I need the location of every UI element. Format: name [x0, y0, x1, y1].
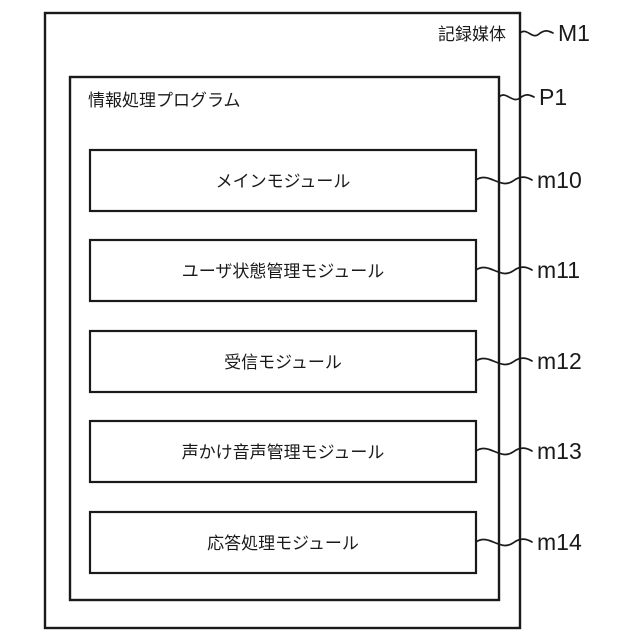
- module-label-m11: ユーザ状態管理モジュール: [182, 262, 384, 281]
- reference-sign-p1: P1: [539, 84, 567, 110]
- reference-sign-m12: m12: [537, 348, 582, 374]
- module-label-m14: 応答処理モジュール: [207, 534, 359, 553]
- module-label-m12: 受信モジュール: [224, 353, 342, 372]
- reference-sign-m1: M1: [558, 20, 590, 46]
- leader-line-m10: [475, 176, 533, 185]
- reference-sign-m13: m13: [537, 438, 582, 464]
- module-box-m12: [88, 329, 478, 394]
- program-label: 情報処理プログラム: [88, 91, 241, 110]
- module-label-m13: 声かけ音声管理モジュール: [182, 443, 385, 462]
- recording-medium-label: 記録媒体: [438, 25, 506, 44]
- module-box-m14: [88, 510, 478, 575]
- leader-line-m11: [475, 266, 533, 275]
- reference-sign-m11: m11: [537, 257, 580, 283]
- reference-sign-m14: m14: [537, 529, 582, 555]
- module-label-m10: メインモジュール: [216, 172, 351, 191]
- leader-line-m12: [475, 357, 533, 366]
- module-box-m10: [88, 148, 478, 213]
- reference-sign-m10: m10: [537, 167, 582, 193]
- leader-line-p1: [498, 94, 535, 101]
- module-box-m13: [88, 419, 478, 484]
- leader-line-m14: [475, 538, 533, 547]
- leader-line-m1: [519, 30, 554, 37]
- leader-line-m13: [475, 447, 533, 456]
